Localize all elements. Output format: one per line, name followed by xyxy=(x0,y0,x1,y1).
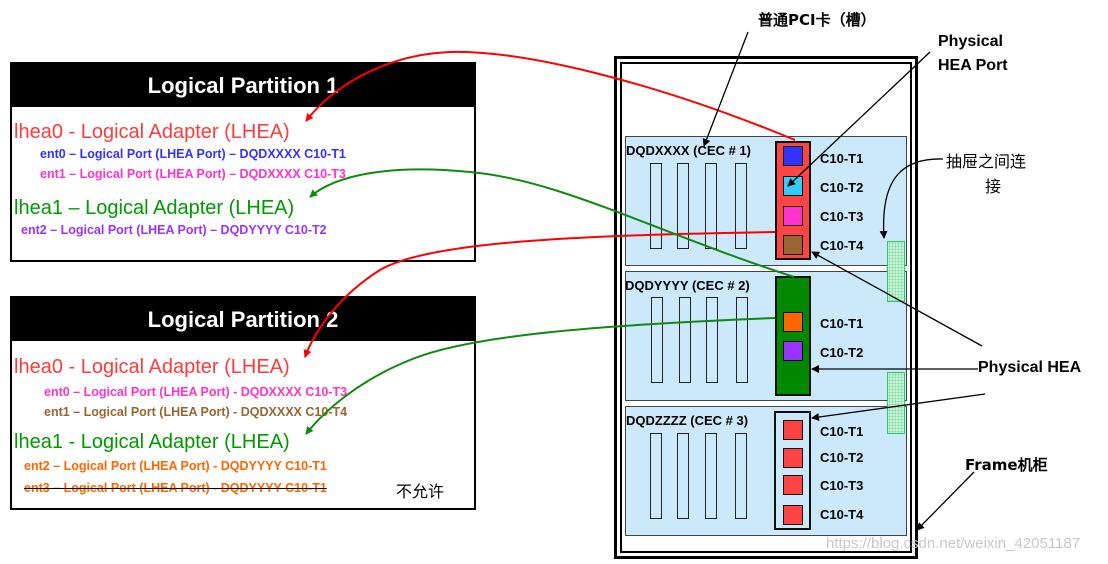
arrow-cec1-t4-to-lpar2-lhea0 xyxy=(303,231,776,358)
drawer-connector xyxy=(887,372,905,434)
logical-port-ent2: ent2 – Logical Port (LHEA Port) – DQDYYY… xyxy=(21,223,327,237)
logical-partition-1: Logical Partition 1 xyxy=(10,62,476,262)
logical-port-ent2: ent2 – Logical Port (LHEA Port) - DQDYYY… xyxy=(24,459,327,473)
drawer-connector xyxy=(887,241,905,302)
pci-slot xyxy=(677,163,689,249)
partition-title: Logical Partition 1 xyxy=(12,64,474,107)
pci-slot xyxy=(679,297,691,383)
callout-line-pci-card xyxy=(702,31,749,147)
hea-port-c10-t1 xyxy=(783,146,803,166)
hea-port-c10-t4 xyxy=(783,235,803,255)
port-label: C10-T4 xyxy=(820,238,864,253)
pci-slot xyxy=(650,433,662,519)
pci-slot xyxy=(735,433,747,519)
callout-physical-hea-port-line1: Physical xyxy=(938,33,1003,50)
logical-port-ent1: ent1 – Logical Port (LHEA Port) - DQDXXX… xyxy=(44,405,348,419)
callout-line-frame xyxy=(916,471,975,531)
partition-title: Logical Partition 2 xyxy=(12,298,474,341)
port-label: C10-T2 xyxy=(820,345,864,360)
port-label: C10-T3 xyxy=(820,209,864,224)
physical-hea-cec2 xyxy=(775,276,811,396)
cec-3-drawer xyxy=(625,406,907,536)
port-label: C10-T1 xyxy=(820,424,864,439)
adapter-lhea0: lhea0 - Logical Adapter (LHEA) xyxy=(14,121,290,143)
logical-port-ent1: ent1 – Logical Port (LHEA Port) – DQDXXX… xyxy=(40,167,346,181)
callout-drawer-link-line1: 抽屉之间连 xyxy=(946,152,1027,171)
logical-port-ent3-disallowed: ent3 – Logical Port (LHEA Port) - DQDYYY… xyxy=(24,481,327,495)
adapter-lhea1: lhea1 – Logical Adapter (LHEA) xyxy=(14,197,295,219)
callout-line-physical-hea-cec3 xyxy=(811,393,986,422)
hea-port-c10-t3 xyxy=(783,206,803,226)
hea-port-c10-t1 xyxy=(783,420,803,440)
watermark: https://blog.csdn.net/weixin_42051187 xyxy=(826,535,1081,552)
adapter-lhea1: lhea1 - Logical Adapter (LHEA) xyxy=(14,431,290,453)
pci-slot xyxy=(651,297,663,383)
callout-pci-card: 普通PCI卡（槽） xyxy=(758,11,876,29)
cec-label: DQDXXXX (CEC # 1) xyxy=(626,143,751,158)
hea-port-c10-t1 xyxy=(783,312,803,332)
arrow-cec1-t1-to-lpar1-lhea0 xyxy=(305,50,796,141)
port-label: C10-T2 xyxy=(820,180,864,195)
disallowed-note: 不允许 xyxy=(396,482,445,501)
cec-1-drawer xyxy=(625,136,907,266)
cec-label: DQDZZZZ (CEC # 3) xyxy=(626,413,749,428)
logical-partition-2: Logical Partition 2 xyxy=(10,296,476,510)
port-label: C10-T1 xyxy=(820,151,864,166)
callout-frame: Frame机柜 xyxy=(965,456,1048,474)
logical-port-ent0: ent0 – Logical Port (LHEA Port) – DQDXXX… xyxy=(40,147,346,161)
logical-port-ent0: ent0 – Logical Port (LHEA Port) - DQDXXX… xyxy=(44,385,348,399)
hea-port-c10-t2 xyxy=(783,341,803,361)
hea-port-c10-t4 xyxy=(783,505,803,525)
arrow-cec2-t1-to-lpar2-lhea1 xyxy=(305,317,776,435)
port-label: C10-T1 xyxy=(820,316,864,331)
pci-slot xyxy=(735,163,747,249)
hea-port-c10-t3 xyxy=(783,475,803,495)
cec-2-drawer xyxy=(625,271,907,401)
pci-slot xyxy=(677,433,689,519)
cec-label: DQDYYYY (CEC # 2) xyxy=(625,278,750,293)
hea-port-c10-t2 xyxy=(783,448,803,468)
arrow-cec2-to-lpar1-lhea1 xyxy=(309,168,795,278)
pci-slot xyxy=(705,433,717,519)
callout-drawer-link-line2: 接 xyxy=(985,177,1002,196)
port-label: C10-T2 xyxy=(820,450,864,465)
callout-line-physical-hea-cec1 xyxy=(811,251,983,347)
callout-line-drawer-link xyxy=(879,158,944,239)
port-label: C10-T4 xyxy=(820,507,864,522)
port-label: C10-T3 xyxy=(820,478,864,493)
adapter-lhea0: lhea0 - Logical Adapter (LHEA) xyxy=(14,356,290,378)
callout-physical-hea-port-line2: HEA Port xyxy=(938,57,1008,74)
callout-line-hea-port xyxy=(787,51,931,187)
callout-physical-hea: Physical HEA xyxy=(978,359,1082,376)
pci-slot xyxy=(706,297,718,383)
